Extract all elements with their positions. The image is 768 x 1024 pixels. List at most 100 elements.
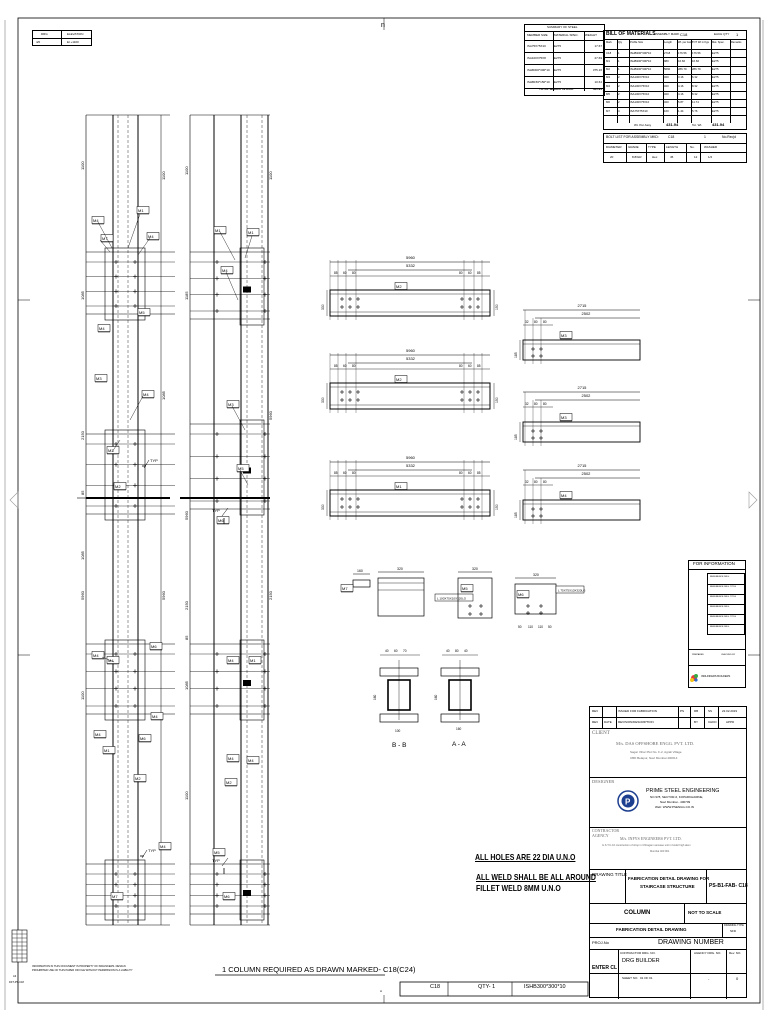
mark-m4: M4 [91, 216, 105, 225]
mark-label: M4 [228, 756, 234, 761]
rule [525, 52, 604, 53]
bolt-hole [215, 260, 219, 264]
rule [525, 31, 604, 32]
rule [604, 39, 746, 40]
dimension-label: 1085 [161, 390, 166, 400]
bolt-hole [348, 297, 352, 301]
rule [726, 949, 727, 999]
rule [690, 707, 691, 728]
bom-header: Remarks [731, 41, 742, 44]
rule [708, 594, 744, 595]
revision-cell: PS [680, 709, 685, 713]
bolt-hole [133, 504, 137, 508]
bolt-hole [215, 893, 219, 898]
mark-m4: M4 [106, 656, 120, 665]
contractor-name: M/s. INFYS ENGINEERS PVT. LTD. [620, 836, 682, 841]
footer-left-tag: A3 [13, 975, 17, 978]
rule [604, 115, 746, 117]
dimension-label: 5960 [268, 410, 273, 420]
mark-label: M1 [248, 230, 254, 235]
mark-m1: M1 [213, 226, 227, 235]
rule [604, 82, 746, 84]
typ-label: TYP [212, 508, 220, 513]
bolt-hole [114, 872, 118, 876]
bom-cell: 8.32 [692, 92, 698, 96]
bolt-hole [356, 305, 360, 309]
rule [604, 57, 746, 59]
bolt-hole [114, 686, 118, 691]
contractor-label: CONTRACTOR [592, 828, 620, 833]
dimension-label: 1100 [184, 791, 189, 800]
bolt-hole [263, 704, 267, 708]
revision-header: DATE [604, 720, 612, 724]
bom-cell: E275 [712, 75, 719, 80]
elevation-v1: 4/0 [36, 40, 41, 44]
dimension-label: 2502 [582, 471, 592, 476]
connection-plate [104, 639, 146, 721]
bolt-hole [215, 292, 219, 297]
dimension-label: 5960 [184, 510, 189, 520]
bolt-hole [263, 309, 267, 313]
mark-label: M4 [93, 218, 99, 223]
agency-label: AGENCY [592, 833, 609, 838]
summary-header: MEMBER SIZE [527, 33, 548, 37]
summary-cell: ISA100X75X8 [527, 56, 546, 60]
dimension-label: 60 [343, 364, 347, 368]
designer-label: DESIGNER [592, 779, 615, 784]
dimension-label: 5332 [406, 463, 416, 468]
rev-no-label: Rev. NO. [729, 951, 742, 955]
rule [525, 40, 604, 41]
rule [684, 903, 685, 923]
bolt-hole [340, 497, 344, 501]
bom-title: BILL OF MATERIALS [606, 31, 656, 37]
dimension-label: 5960 [406, 348, 416, 353]
summary-cell: E275 [554, 80, 562, 84]
bom-each-qty-label: EACH QTY [714, 32, 730, 36]
mark-m4: M4 [141, 390, 155, 399]
dimension-label: 1100 [161, 171, 166, 180]
bolt-hole [133, 304, 137, 308]
bom-cell: 2 [618, 100, 620, 105]
bom-cell: C18 [606, 50, 612, 55]
bolt-hole [133, 893, 137, 898]
connection-plate [104, 859, 146, 921]
mark-m7: M7 [100, 234, 114, 243]
bom-cell: E275 [712, 58, 719, 63]
bolt-title: BOLT LIST FOR ASSEMBLY MKD: [606, 135, 659, 139]
bom-cell: E275 [712, 100, 719, 105]
mark-m6: M6 [516, 590, 530, 599]
dimension-label: 2715 [578, 463, 588, 468]
mark-label: M3 [228, 402, 234, 407]
revision-cell: REV [592, 709, 599, 713]
rule [691, 39, 692, 123]
rule [590, 903, 746, 904]
rule [704, 707, 705, 728]
bom-cell: 5.76 [692, 108, 698, 113]
typ-label: TYP [150, 458, 158, 463]
rule [604, 107, 746, 109]
bom-cell: 320 [664, 92, 669, 96]
bolt-hole [215, 309, 219, 313]
bom-header: Mark [606, 41, 612, 44]
mark-m4: M4 [97, 324, 111, 333]
bolt-hole [476, 390, 480, 394]
dimension-label: 185 [514, 352, 518, 358]
mark-label: M6 [218, 518, 224, 523]
mark-m7: M7 [110, 892, 124, 901]
bom-cell: ISHB300*300*10 [630, 50, 652, 55]
bom-cell: M5 [606, 92, 610, 96]
mark-m5: M5 [212, 848, 226, 857]
bolt-hole [263, 904, 267, 908]
bolt-hole [215, 669, 219, 674]
mark-label: M7 [112, 894, 118, 899]
dimension-label: 80 [543, 402, 547, 406]
dimension-label: 80 [352, 364, 356, 368]
dimension-label: 40 [385, 649, 389, 653]
bolt-hole [215, 704, 219, 708]
cleat-note: L 100X75X10X320LG [437, 597, 467, 601]
mark-m4: M4 [158, 842, 172, 851]
bolt-hole [468, 604, 472, 608]
